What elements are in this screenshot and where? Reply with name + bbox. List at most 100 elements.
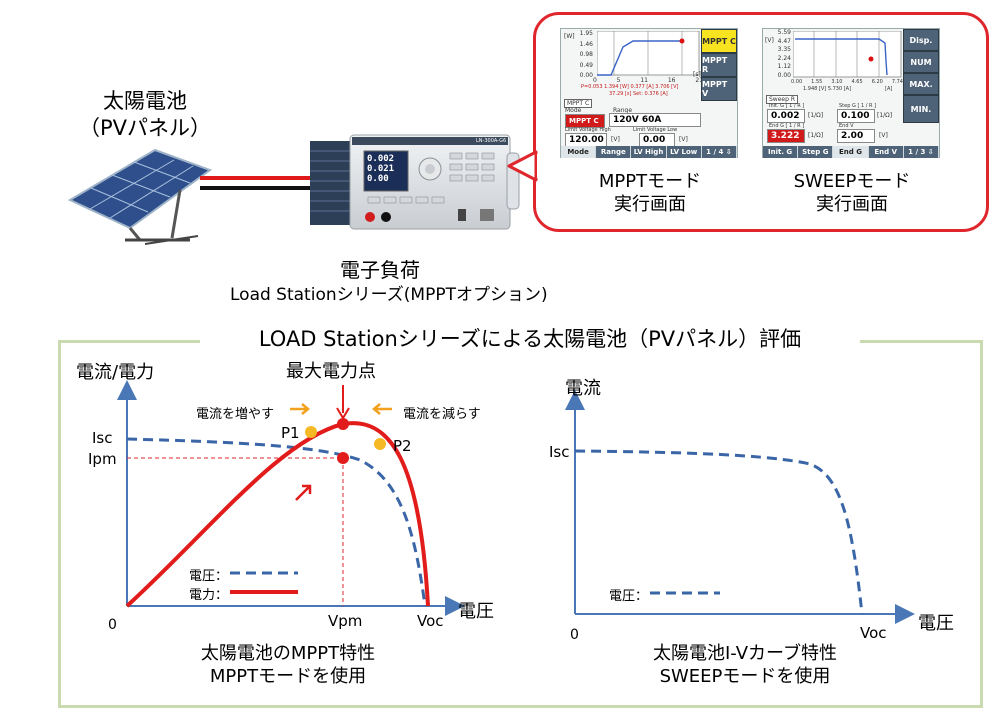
mppt-lvl-label: Limit Voltage Low	[633, 127, 678, 133]
mppt-tab-range[interactable]: Range	[596, 146, 632, 158]
load-front-display: 0.002 0.021 0.00	[367, 154, 407, 184]
sweep-tab-page[interactable]: 1 / 3 ⇩	[903, 146, 940, 158]
iv-legend-voltage-text: 電圧：	[609, 589, 649, 604]
load-reading-2: 0.021	[367, 164, 395, 174]
mppt-caption-1: 太陽電池のMPPT特性	[200, 643, 376, 664]
sweep-step-value[interactable]: 0.100	[837, 109, 875, 123]
mppt-characteristic-chart	[117, 380, 465, 616]
decrease-current-label: 電流を減らす	[403, 407, 481, 422]
mppt-origin-label: 0	[108, 617, 117, 633]
sweep-y-tick: 4.47	[777, 37, 791, 45]
mppt-range-value[interactable]: 120V 60A	[609, 113, 701, 127]
sweep-init-value[interactable]: 0.002	[767, 109, 805, 123]
electronic-load-device	[310, 134, 520, 230]
mppt-x-unit: [s]	[693, 71, 701, 78]
mppt-x-tick: 21	[695, 77, 703, 84]
mppt-y-tick: 1.46	[579, 40, 593, 48]
iv-caption-1: 太陽電池I-Vカーブ特性	[653, 643, 837, 664]
mppt-x-tick: 11	[640, 77, 648, 84]
mppt-r-button[interactable]: MPPT R	[701, 53, 737, 77]
solar-panel-illustration	[67, 148, 213, 245]
iv-x-label: 電圧	[918, 613, 954, 634]
load-reading-3: 0.00	[367, 174, 389, 184]
callout-pointer	[507, 150, 543, 182]
mppt-lvl-value[interactable]: 0.00	[639, 133, 675, 147]
mppt-screen-caption: MPPTモード 実行画面	[560, 170, 740, 216]
mppt-tab-lv-low[interactable]: LV Low	[666, 146, 702, 158]
mppt-mini-graph	[597, 31, 700, 76]
mppt-caption-line2: 実行画面	[614, 194, 686, 215]
sweep-max-button[interactable]: MAX.	[903, 73, 939, 95]
solar-cell-label: 太陽電池 （PVパネル）	[60, 88, 230, 142]
sweep-endg-label: End G [ 1 / R ]	[769, 123, 805, 129]
sweep-tab-init-g[interactable]: Init. G	[763, 146, 799, 158]
sweep-screen-caption: SWEEPモード 実行画面	[762, 170, 942, 216]
solar-title: 太陽電池	[103, 89, 187, 113]
mppt-status-1: P=0.053 1.394 [W] 0.377 [A] 3.706 [V]	[581, 84, 679, 90]
mppt-x-ticks: 0 5 11 16 21	[593, 77, 703, 84]
sweep-disp-button[interactable]: Disp.	[903, 29, 939, 51]
evaluation-title: LOAD Stationシリーズによる太陽電池（PVパネル）評価	[200, 322, 860, 356]
sweep-endv-label: End V	[839, 123, 854, 129]
sweep-step-label: Step G [ 1 / R ]	[839, 103, 877, 109]
mppt-tab-lv-high[interactable]: LV High	[631, 146, 667, 158]
sweep-endv-value[interactable]: 2.00	[837, 129, 875, 143]
sweep-tab-end-v[interactable]: End V	[868, 146, 904, 158]
mppt-lvh-value[interactable]: 120.00	[565, 133, 607, 147]
sweep-y-tick: 1.12	[777, 63, 791, 71]
p2-point	[374, 438, 386, 450]
rising-arrow	[295, 484, 312, 501]
sweep-endg-value[interactable]: 3.222	[767, 129, 805, 143]
sweep-y-tick: 0.00	[777, 71, 791, 79]
sweep-num-button[interactable]: NUM	[903, 51, 939, 73]
sweep-min-button[interactable]: MIN.	[903, 95, 939, 123]
mppt-status-2: 37.29 [s] Set: 0.376 [A]	[609, 91, 668, 97]
sweep-endv-unit: [V]	[879, 132, 888, 139]
sweep-x-ticks: 0.00 1.55 3.10 4.65 6.20 7.74	[791, 79, 903, 86]
p2-label: P2	[393, 437, 412, 455]
increase-current-label: 電流を増やす	[196, 407, 275, 422]
sweep-caption-line1: SWEEPモード	[793, 171, 911, 192]
mppt-tab-bar: Mode Range LV High LV Low 1 / 4 ⇩	[561, 146, 738, 158]
sweep-readout: 1.948 [V] 5.730 [A]	[803, 86, 852, 92]
mppt-chart-caption: 太陽電池のMPPT特性 MPPTモードを使用	[138, 642, 438, 688]
iv-characteristic-chart	[565, 390, 915, 624]
sweep-x-tick: 0.00	[791, 79, 803, 85]
mppt-y-ticks: 1.95 1.46 0.98 0.49 0.00	[573, 29, 593, 82]
increase-arrow	[290, 403, 310, 415]
p1-label: P1	[281, 424, 300, 442]
sweep-endg-unit: [1/Ω]	[808, 132, 824, 139]
isc-label: Isc	[92, 429, 113, 447]
mppt-y-label: 電流/電力	[76, 362, 155, 383]
mppt-x-tick: 16	[667, 77, 676, 84]
sweep-x-tick: 7.74	[891, 79, 903, 85]
mppt-y-tick: 0.98	[579, 51, 593, 58]
sweep-tab-bar: Init. G Step G End G End V 1 / 3 ⇩	[763, 146, 940, 158]
mppt-mode-value[interactable]: MPPT C	[565, 114, 605, 128]
mppt-x-tick: 0	[593, 77, 597, 84]
iv-isc-label: Isc	[549, 443, 570, 461]
load-reading-1: 0.002	[367, 154, 395, 164]
mppt-lvh-unit: [V]	[611, 136, 620, 143]
mppt-tab-mode[interactable]: Mode	[561, 146, 597, 158]
decrease-arrow	[372, 403, 392, 415]
electronic-load-label: 電子負荷 Load Stationシリーズ(MPPTオプション)	[230, 258, 548, 308]
sweep-y-tick: 3.35	[777, 46, 791, 54]
mppt-v-button[interactable]: MPPT V	[701, 77, 737, 101]
iv-sweep-curve	[574, 449, 864, 615]
solar-subtitle: （PVパネル）	[78, 116, 212, 140]
sweep-tab-step-g[interactable]: Step G	[798, 146, 834, 158]
mppt-x-label: 電圧	[458, 601, 494, 622]
mppt-screen: [W] 1.95 1.46 0.98 0.49 0.00 [s] 0 5 11 …	[560, 28, 738, 158]
load-model-label: LN-300A-G6	[476, 138, 507, 144]
mppt-tab-page[interactable]: 1 / 4 ⇩	[701, 146, 738, 158]
sweep-section-tag: Sweep R	[766, 95, 798, 104]
mppt-c-button[interactable]: MPPT C	[701, 29, 737, 53]
sweep-x-tick: 3.10	[831, 79, 843, 85]
iv-voc-label: Voc	[860, 624, 887, 642]
sweep-y-ticks: 5.59 4.47 3.35 2.24 1.12 0.00	[771, 29, 791, 81]
load-title: 電子負荷	[340, 258, 420, 282]
mppt-y-tick: 1.95	[579, 30, 593, 37]
black-cable	[200, 186, 312, 190]
sweep-tab-end-g[interactable]: End G	[833, 146, 869, 158]
